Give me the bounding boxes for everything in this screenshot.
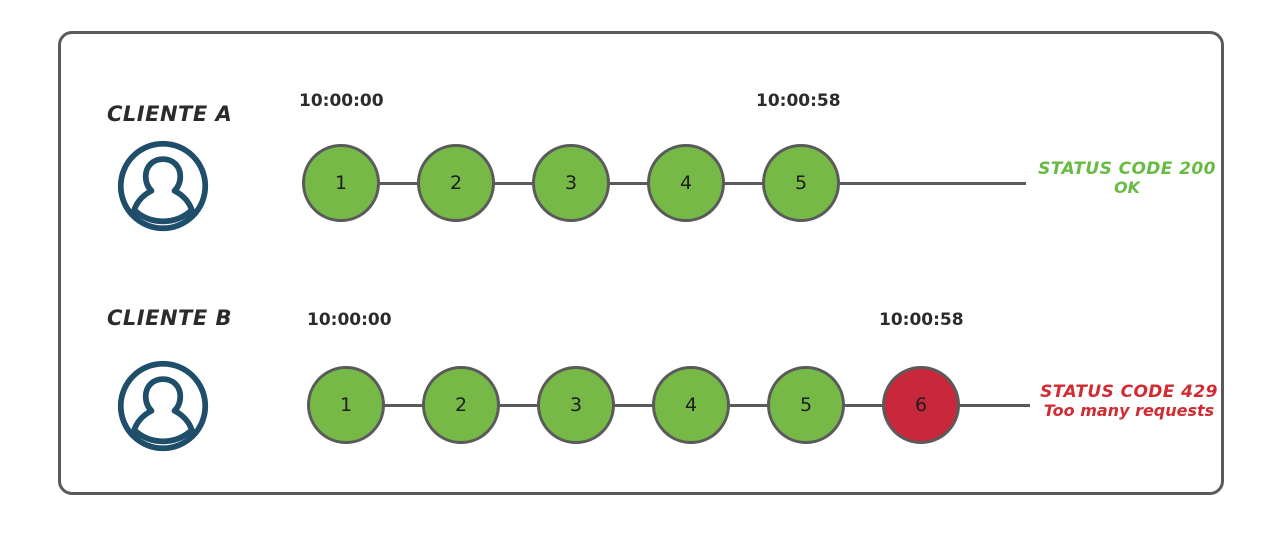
request-node[interactable]: 1	[307, 366, 385, 444]
status-badge-b: STATUS CODE 429 Too many requests	[1026, 382, 1232, 421]
person-circle-icon	[115, 138, 211, 234]
connector-b-result	[958, 404, 1030, 407]
client-label-b: CLIENTE B	[107, 306, 233, 330]
status-message-a: OK	[1114, 178, 1140, 198]
request-node[interactable]: 2	[417, 144, 495, 222]
status-code-a: STATUS CODE 200	[1038, 159, 1216, 179]
status-message-b: Too many requests	[1043, 401, 1215, 421]
timestamp-end-b: 10:00:58	[879, 310, 964, 330]
diagram-frame: CLIENTE A 10:00:00 10:00:58 1 2 3 4 5 ST…	[58, 31, 1224, 495]
request-node[interactable]: 3	[537, 366, 615, 444]
request-node[interactable]: 5	[767, 366, 845, 444]
request-node[interactable]: 4	[652, 366, 730, 444]
status-code-b: STATUS CODE 429	[1040, 382, 1218, 402]
connector-a-result	[838, 182, 1026, 185]
person-circle-icon	[115, 358, 211, 454]
client-label-a: CLIENTE A	[107, 102, 233, 126]
request-node[interactable]: 6	[882, 366, 960, 444]
timestamp-start-a: 10:00:00	[299, 91, 384, 111]
request-node[interactable]: 3	[532, 144, 610, 222]
timestamp-start-b: 10:00:00	[307, 310, 392, 330]
request-node[interactable]: 1	[302, 144, 380, 222]
timestamp-end-a: 10:00:58	[756, 91, 841, 111]
request-node[interactable]: 4	[647, 144, 725, 222]
status-badge-a: STATUS CODE 200 OK	[1029, 159, 1225, 198]
request-node[interactable]: 2	[422, 366, 500, 444]
request-node[interactable]: 5	[762, 144, 840, 222]
